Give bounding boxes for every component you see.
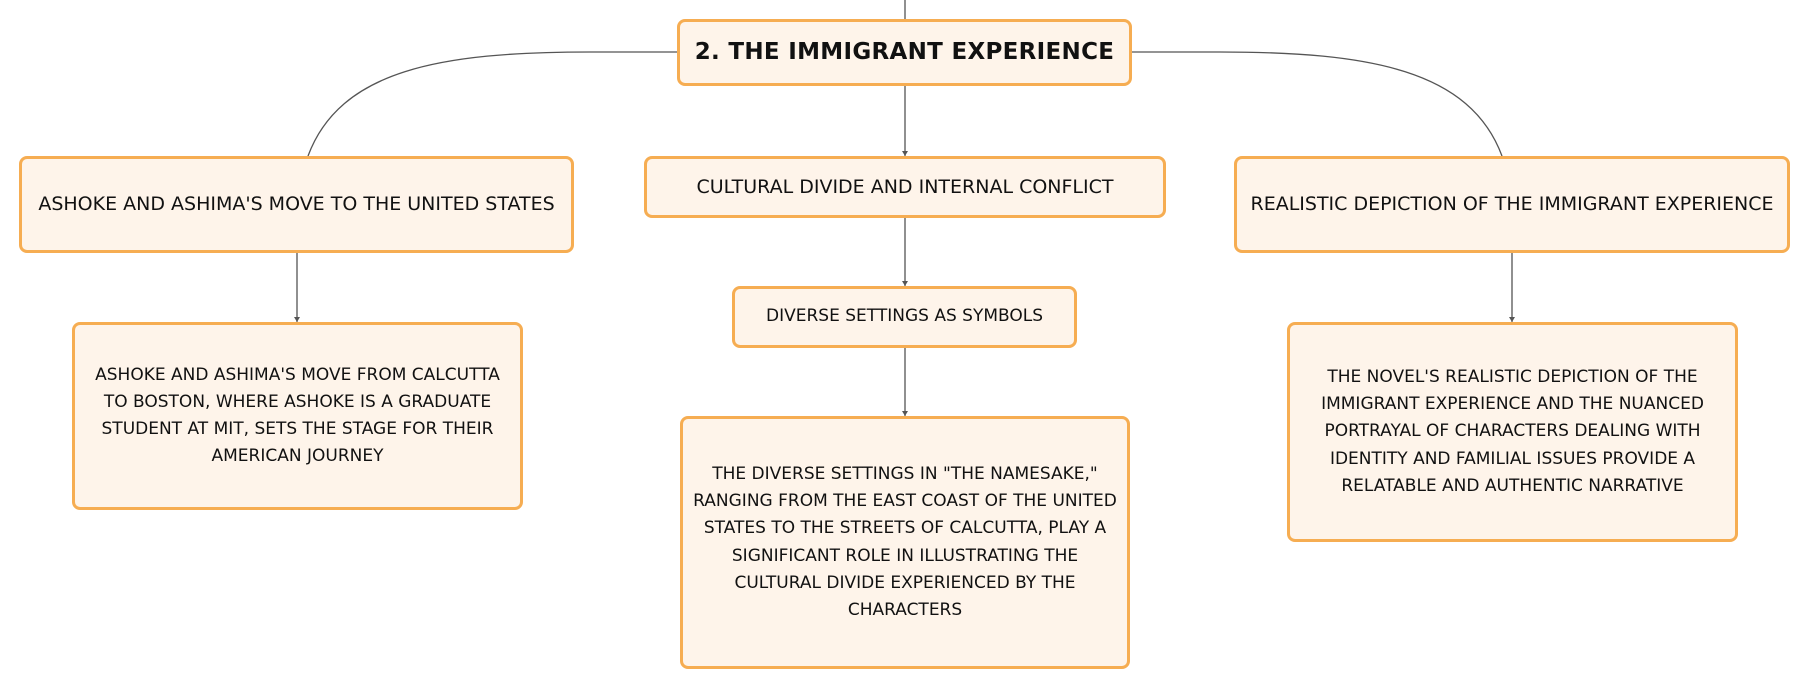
subtopic-node-label: DIVERSE SETTINGS AS SYMBOLS bbox=[766, 306, 1043, 327]
topic-node-move-to-us[interactable]: ASHOKE AND ASHIMA'S MOVE TO THE UNITED S… bbox=[19, 156, 574, 253]
connector-root-to-right-topic bbox=[1132, 51, 1503, 157]
topic-node-label: REALISTIC DEPICTION OF THE IMMIGRANT EXP… bbox=[1250, 193, 1774, 216]
detail-node-realistic-depiction[interactable]: THE NOVEL'S REALISTIC DEPICTION OF THE I… bbox=[1287, 322, 1738, 542]
root-node[interactable]: 2. THE IMMIGRANT EXPERIENCE bbox=[677, 19, 1132, 86]
arrowhead-sub bbox=[902, 281, 908, 286]
detail-node-diverse-settings[interactable]: THE DIVERSE SETTINGS IN "THE NAMESAKE," … bbox=[680, 416, 1130, 669]
detail-node-move-to-us[interactable]: ASHOKE AND ASHIMA'S MOVE FROM CALCUTTA T… bbox=[72, 322, 523, 510]
topic-node-cultural-divide[interactable]: CULTURAL DIVIDE AND INTERNAL CONFLICT bbox=[644, 156, 1166, 218]
arrowhead-right-detail bbox=[1509, 317, 1515, 322]
detail-node-text: THE NOVEL'S REALISTIC DEPICTION OF THE I… bbox=[1321, 367, 1704, 496]
arrowhead-left-detail bbox=[294, 317, 300, 322]
root-node-label: 2. THE IMMIGRANT EXPERIENCE bbox=[694, 39, 1115, 66]
arrowhead-middle-detail bbox=[902, 411, 908, 416]
connector-root-to-left-topic bbox=[307, 51, 677, 157]
topic-node-realistic-depiction[interactable]: REALISTIC DEPICTION OF THE IMMIGRANT EXP… bbox=[1234, 156, 1790, 253]
topic-node-label: CULTURAL DIVIDE AND INTERNAL CONFLICT bbox=[696, 175, 1114, 198]
detail-node-text: ASHOKE AND ASHIMA'S MOVE FROM CALCUTTA T… bbox=[95, 364, 500, 467]
detail-node-text: THE DIVERSE SETTINGS IN "THE NAMESAKE," … bbox=[693, 463, 1117, 620]
topic-node-label: ASHOKE AND ASHIMA'S MOVE TO THE UNITED S… bbox=[38, 193, 555, 216]
subtopic-node-diverse-settings[interactable]: DIVERSE SETTINGS AS SYMBOLS bbox=[732, 286, 1077, 348]
arrowhead-middle-topic bbox=[902, 151, 908, 156]
